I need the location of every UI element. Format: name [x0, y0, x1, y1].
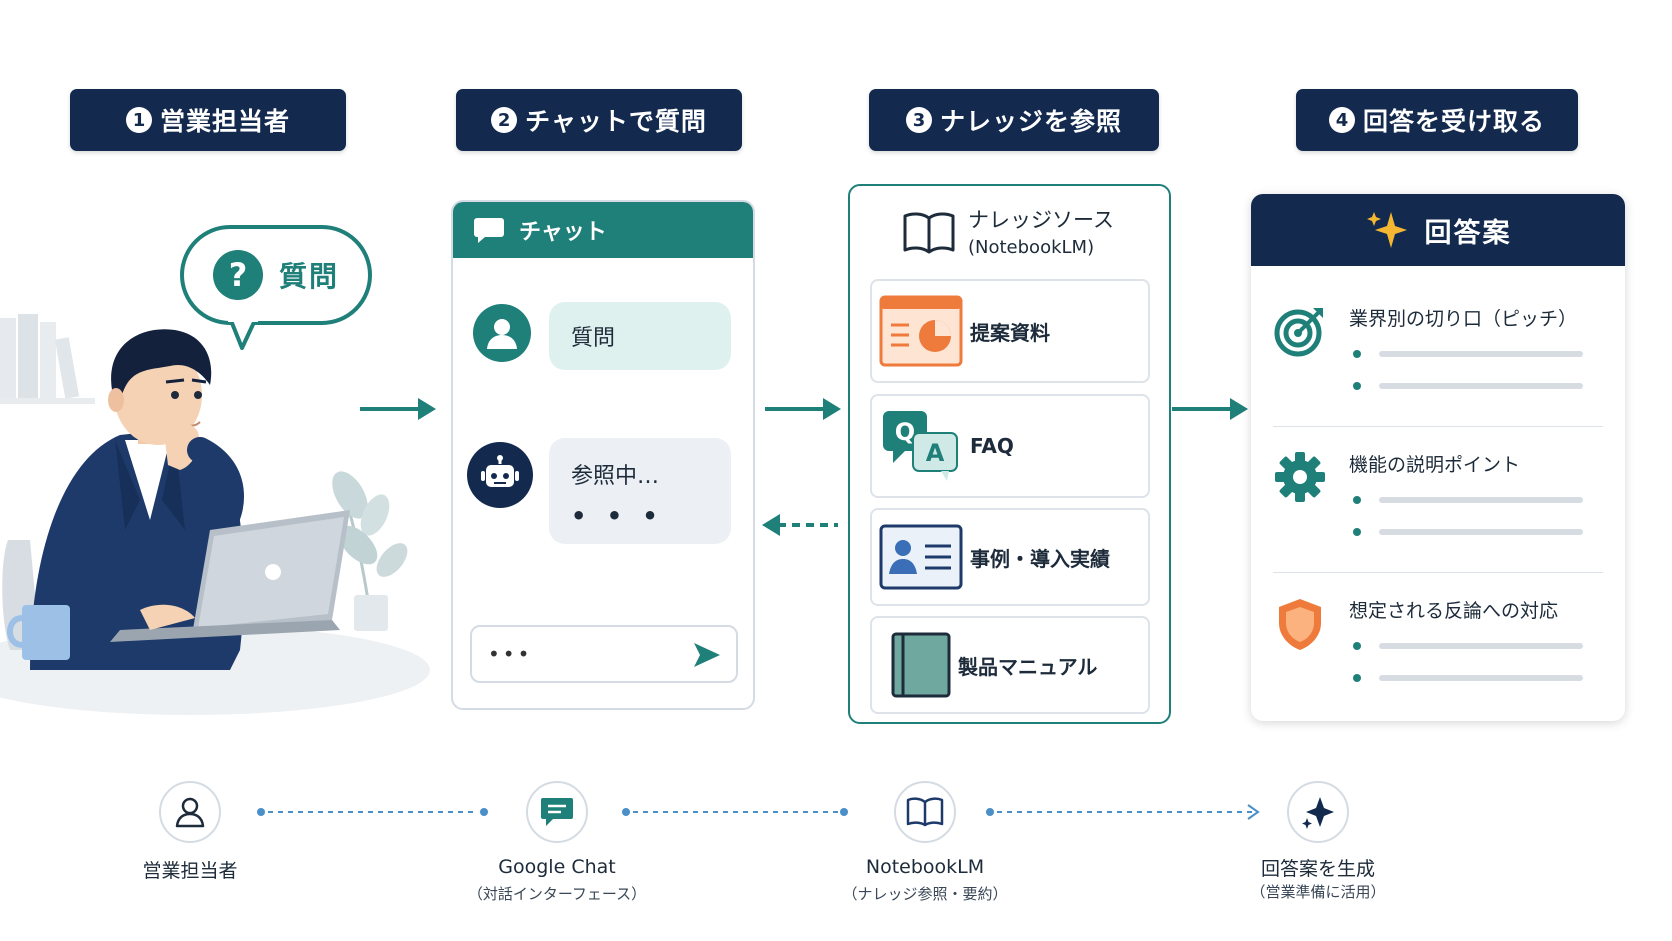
flow-node-notebooklm — [894, 781, 956, 843]
step-header-1: 1 営業担当者 — [70, 89, 346, 151]
question-bubble-label: 質問 — [278, 260, 339, 293]
faq-q-letter: Q — [895, 418, 915, 446]
sparkle-icon — [1366, 212, 1407, 248]
question-mark-icon: ? — [212, 250, 263, 300]
step-number-1: 1 — [125, 107, 152, 133]
answer-section-pitch: 業界別の切り口（ピッチ） — [1273, 304, 1603, 404]
step-number-4: 4 — [1328, 107, 1355, 133]
answer-panel-title: 回答案 — [1424, 217, 1512, 249]
answer-section-objections: 想定される反論への対応 — [1273, 596, 1603, 696]
step-number-3: 3 — [905, 107, 932, 133]
chat-input[interactable]: ••• — [470, 625, 738, 683]
faq-a-letter: A — [926, 439, 945, 467]
qa-icon: Q A — [883, 411, 958, 481]
user-message-text: 質問 — [571, 326, 616, 351]
chat-input-text: ••• — [488, 642, 533, 666]
bot-message-text: 参照中… — [571, 464, 660, 489]
knowledge-subtitle: (NotebookLM) — [968, 237, 1095, 258]
knowledge-title-text: ナレッジソース — [968, 208, 1114, 232]
chat-icon — [541, 798, 573, 826]
step-label-1: 営業担当者 — [159, 107, 290, 136]
flow-label-1: 営業担当者 — [142, 860, 238, 882]
shield-icon — [1279, 599, 1321, 650]
chat-panel: チャット 質問 参照中… • • • ••• — [451, 200, 755, 710]
knowledge-item-label-3: 事例・導入実績 — [970, 546, 1110, 571]
knowledge-item-proposal[interactable]: 提案資料 — [870, 279, 1150, 383]
chat-panel-title: チャット — [519, 220, 607, 245]
flow-sub-3: （ナレッジ参照・要約） — [842, 885, 1008, 903]
arrow-right-1 — [360, 398, 436, 420]
send-icon[interactable] — [692, 641, 722, 669]
manual-book-icon — [891, 632, 951, 698]
knowledge-title: ナレッジソース (NotebookLM) — [968, 206, 1114, 262]
flow-label-4: 回答案を生成 — [1260, 858, 1376, 880]
answer-draft-panel: 回答案 業界別の切り口（ピッチ） — [1251, 194, 1625, 721]
flow-node-answer — [1287, 781, 1349, 843]
speech-bubble-tail — [228, 318, 258, 350]
target-icon — [1274, 308, 1323, 357]
sparkle-icon — [1302, 797, 1334, 829]
chat-bubble-icon — [474, 218, 504, 243]
knowledge-item-label-4: 製品マニュアル — [958, 654, 1098, 679]
question-speech-bubble: ? 質問 — [180, 225, 372, 325]
presentation-icon — [879, 295, 963, 367]
book-icon — [906, 797, 944, 827]
step-label-2: チャットで質問 — [525, 107, 707, 136]
knowledge-item-manual[interactable]: 製品マニュアル — [870, 616, 1150, 714]
answer-bullet — [1353, 382, 1603, 390]
salesperson-illustration — [0, 314, 430, 715]
knowledge-item-faq[interactable]: Q A FAQ — [870, 394, 1150, 498]
answer-section-title-3: 想定される反論への対応 — [1349, 600, 1559, 622]
step-header-2: 2 チャットで質問 — [456, 89, 742, 151]
step-header-4: 4 回答を受け取る — [1296, 89, 1578, 151]
typing-indicator: • • • — [571, 502, 664, 530]
profile-card-icon — [879, 524, 963, 590]
step-label-3: ナレッジを参照 — [939, 107, 1122, 136]
section-divider — [1273, 426, 1603, 427]
arrow-left-dashed — [762, 514, 838, 536]
step-header-3: 3 ナレッジを参照 — [869, 89, 1159, 151]
arrow-right-3 — [1172, 398, 1248, 420]
step-label-4: 回答を受け取る — [1362, 107, 1545, 136]
answer-bullet — [1353, 642, 1603, 650]
open-book-icon — [903, 212, 955, 254]
bot-avatar — [467, 442, 533, 508]
user-message-bubble: 質問 — [549, 302, 731, 370]
flow-sub-2: （対話インターフェース） — [467, 885, 647, 903]
user-avatar — [473, 304, 531, 362]
section-divider — [1273, 572, 1603, 573]
chat-panel-header: チャット — [453, 202, 753, 258]
flow-node-salesperson — [159, 781, 221, 843]
answer-bullet — [1353, 350, 1603, 358]
answer-section-title-2: 機能の説明ポイント — [1349, 454, 1521, 476]
flow-connectors — [257, 804, 1260, 820]
knowledge-item-label-2: FAQ — [970, 434, 1014, 458]
bot-message-bubble: 参照中… • • • — [549, 438, 731, 544]
knowledge-source-panel: ナレッジソース (NotebookLM) 提案資料 Q — [848, 184, 1171, 724]
knowledge-item-label-1: 提案資料 — [970, 320, 1050, 345]
arrow-right-2 — [765, 398, 841, 420]
person-icon — [175, 797, 205, 828]
flow-label-2: Google Chat — [498, 856, 616, 878]
flow-sub-4: （営業準備に活用） — [1250, 883, 1386, 901]
gear-icon — [1275, 452, 1325, 502]
answer-panel-header: 回答案 — [1251, 194, 1625, 266]
flow-node-google-chat — [526, 781, 588, 843]
answer-bullet — [1353, 674, 1603, 682]
answer-section-features: 機能の説明ポイント — [1273, 450, 1603, 550]
answer-section-title-1: 業界別の切り口（ピッチ） — [1349, 308, 1578, 330]
robot-icon — [481, 455, 519, 487]
user-avatar-icon — [487, 319, 517, 349]
answer-bullet — [1353, 528, 1603, 536]
knowledge-item-cases[interactable]: 事例・導入実績 — [870, 508, 1150, 606]
step-number-2: 2 — [491, 107, 518, 133]
answer-bullet — [1353, 496, 1603, 504]
flow-label-3: NotebookLM — [865, 856, 985, 878]
